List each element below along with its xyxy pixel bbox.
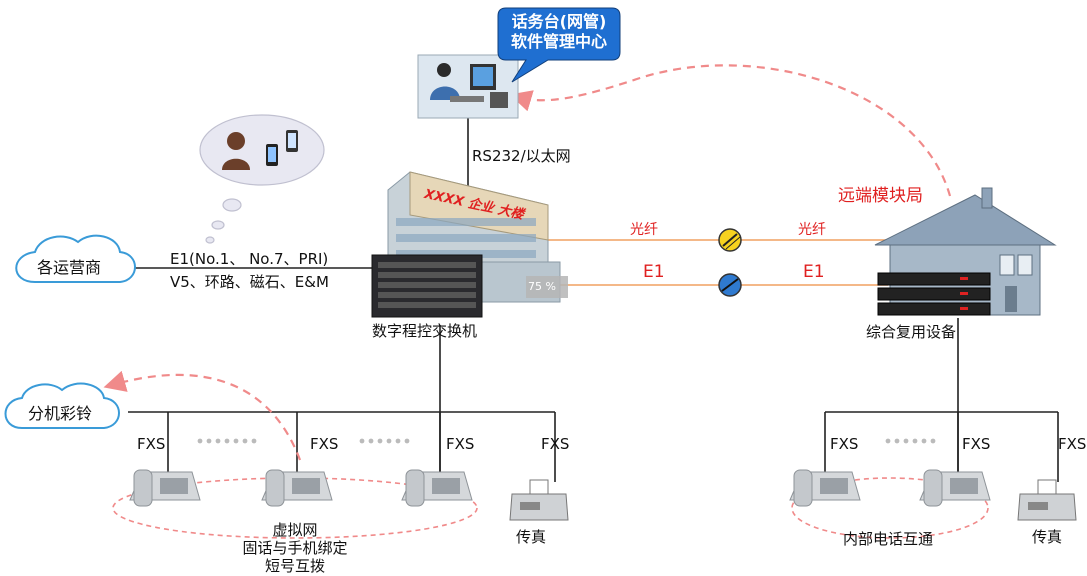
rs232-label: RS232/以太网: [472, 147, 571, 165]
thought-cloud: [199, 114, 325, 244]
fxs-label-1: FXS: [137, 435, 166, 453]
mux-device-icon: [877, 272, 991, 316]
e1-label-left: E1: [643, 262, 665, 282]
management-arrow: [509, 64, 952, 197]
fxs-label-6: FXS: [962, 435, 991, 453]
fiber-connector-icon: [718, 228, 742, 252]
callout-line2: 软件管理中心: [510, 32, 607, 51]
intercom-ellipse: [791, 477, 989, 539]
fxs-label-5: FXS: [830, 435, 859, 453]
fxs-label-4: FXS: [541, 435, 570, 453]
ringback-arrow: [103, 370, 302, 461]
phone-icon-2: [261, 469, 333, 507]
ringback-cloud: [4, 382, 120, 429]
connection-lines: [128, 118, 1059, 482]
fiber-links: [548, 239, 888, 286]
vnet-line1: 虚拟网: [272, 521, 318, 539]
ellipsis-dots: [197, 438, 936, 444]
callout-line1: 话务台(网管): [511, 12, 607, 31]
carriers-protocols-line2: V5、环路、磁石、E&M: [170, 273, 329, 291]
virtual-network-caption: 虚拟网 固话与手机绑定 短号互拨: [230, 521, 360, 575]
person-phone-icon: [222, 130, 298, 170]
phone-icon-4: [789, 469, 861, 507]
fax-icon-left: [509, 479, 569, 521]
fiber-label-right: 光纤: [798, 222, 826, 238]
phone-icon-3: [401, 469, 473, 507]
vnet-line3: 短号互拨: [264, 557, 325, 575]
mux-label: 综合复用设备: [866, 323, 957, 341]
fxs-label-3: FXS: [446, 435, 475, 453]
e1-connector-icon: [718, 273, 742, 297]
operator-workstation-icon: [417, 54, 519, 119]
intercom-caption: 内部电话互通: [843, 530, 934, 548]
fax-left-caption: 传真: [516, 528, 547, 546]
remote-module-title: 远端模块局: [838, 186, 923, 206]
phone-icon-5: [919, 469, 991, 507]
pbx-badge: 75 %: [528, 280, 556, 293]
fiber-label-left: 光纤: [630, 222, 658, 238]
fxs-label-7: FXS: [1058, 435, 1087, 453]
management-callout: [497, 7, 621, 83]
vnet-line2: 固话与手机绑定: [242, 539, 348, 557]
callout-text: 话务台(网管) 软件管理中心: [500, 12, 618, 52]
pbx-switch-icon: [371, 254, 483, 318]
carriers-cloud: [15, 234, 136, 283]
fxs-label-2: FXS: [310, 435, 339, 453]
fax-icon-right: [1017, 479, 1077, 521]
carriers-cloud-label: 各运营商: [37, 258, 102, 277]
fax-right-caption: 传真: [1032, 528, 1063, 546]
virtual-network-ellipse: [112, 477, 478, 539]
e1-label-right: E1: [803, 262, 825, 282]
phone-icon-1: [129, 469, 201, 507]
pbx-label: 数字程控交换机: [372, 322, 478, 340]
ringback-cloud-label: 分机彩铃: [28, 404, 93, 423]
carriers-protocols-line1: E1(No.1、 No.7、PRI): [170, 250, 329, 268]
